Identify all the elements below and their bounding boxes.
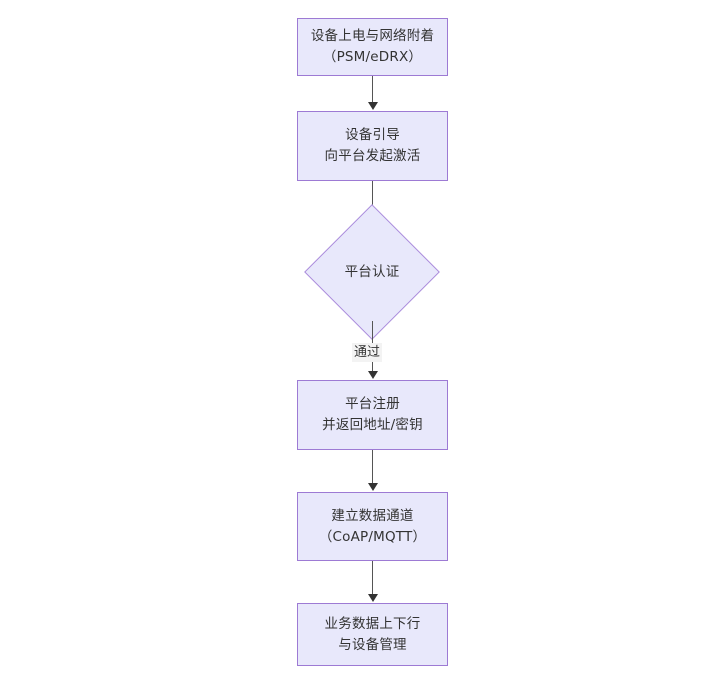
connector-bootstrap-to-auth [372, 181, 374, 216]
node-bootstrap-line1: 设备引导 [345, 127, 400, 143]
connector-register-to-channel [372, 450, 374, 484]
node-business-data-line2: 与设备管理 [338, 636, 407, 653]
node-power-on[interactable]: 设备上电与网络附着 （PSM/eDRX） [297, 18, 448, 76]
node-power-on-line1: 设备上电与网络附着 [310, 28, 435, 44]
node-data-channel[interactable]: 建立数据通道 （CoAP/MQTT） [297, 492, 448, 561]
edge-label-pass: 通过 [352, 343, 383, 362]
node-bootstrap-line2: 向平台发起激活 [324, 148, 421, 164]
connector-channel-to-business [372, 561, 374, 595]
node-platform-register-line2: 并返回地址/密钥 [322, 417, 423, 433]
node-platform-auth-line1: 平台认证 [344, 263, 400, 280]
connector-power-on-to-bootstrap [372, 76, 374, 103]
node-business-data-line1: 业务数据上下行 [324, 615, 421, 632]
node-power-on-line2: （PSM/eDRX） [322, 49, 423, 65]
node-business-data[interactable]: 业务数据上下行 与设备管理 [297, 603, 448, 666]
node-platform-register[interactable]: 平台注册 并返回地址/密钥 [297, 380, 448, 450]
node-platform-register-line1: 平台注册 [345, 396, 400, 412]
arrowhead-bootstrap [367, 102, 378, 110]
arrowhead-register [367, 371, 378, 379]
node-data-channel-line2: （CoAP/MQTT） [318, 528, 427, 545]
arrowhead-channel [367, 483, 378, 491]
arrowhead-business [367, 594, 378, 602]
node-bootstrap[interactable]: 设备引导 向平台发起激活 [297, 111, 448, 181]
node-platform-auth-label: 平台认证 [324, 224, 420, 320]
node-data-channel-line1: 建立数据通道 [331, 507, 414, 524]
